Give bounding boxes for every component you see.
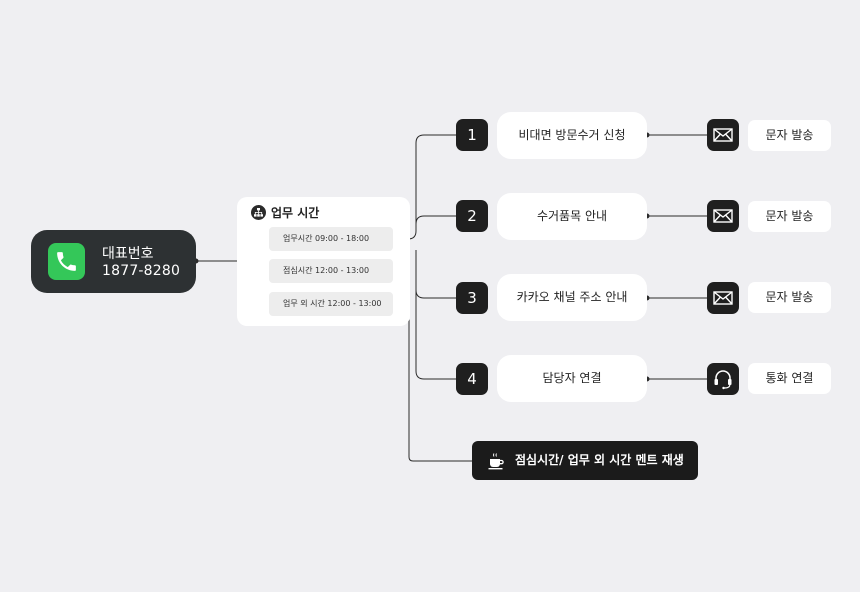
connector-menu-2 bbox=[415, 215, 456, 225]
action-sms-1[interactable]: 문자 발송 bbox=[748, 120, 831, 151]
action-sms-2[interactable]: 문자 발송 bbox=[748, 201, 831, 232]
main-number-value: 1877-8280 bbox=[102, 263, 181, 279]
action-sms-3[interactable]: 문자 발송 bbox=[748, 282, 831, 313]
connector-menu-3 bbox=[415, 250, 456, 299]
business-hours-row[interactable]: 업무시간 09:00 - 18:00 bbox=[269, 227, 393, 251]
menu-key-4[interactable]: 4 bbox=[456, 363, 488, 395]
after-hours-row[interactable]: 업무 외 시간 12:00 - 13:00 bbox=[269, 292, 393, 316]
connector-menu-4 bbox=[415, 290, 456, 380]
phone-icon bbox=[48, 243, 85, 280]
menu-item-1[interactable]: 비대면 방문수거 신청 bbox=[497, 112, 647, 159]
business-hours-card[interactable]: 업무 시간 업무시간 09:00 - 18:00 점심시간 12:00 - 13… bbox=[237, 197, 410, 326]
headset-icon bbox=[707, 363, 739, 395]
main-number-node[interactable]: 대표번호 1877-8280 bbox=[31, 230, 196, 293]
mail-icon bbox=[707, 200, 739, 232]
main-number-title: 대표번호 bbox=[102, 246, 154, 262]
menu-key-2[interactable]: 2 bbox=[456, 200, 488, 232]
coffee-cup-icon bbox=[486, 451, 506, 474]
action-call-4[interactable]: 통화 연결 bbox=[748, 363, 831, 394]
menu-key-3[interactable]: 3 bbox=[456, 282, 488, 314]
business-hours-title: 업무 시간 bbox=[271, 206, 320, 220]
connector-business-to-menu bbox=[393, 134, 456, 240]
menu-item-2[interactable]: 수거품목 안내 bbox=[497, 193, 647, 240]
menu-item-4[interactable]: 담당자 연결 bbox=[497, 355, 647, 402]
after-hours-message-node[interactable]: 점심시간/ 업무 외 시간 멘트 재생 bbox=[472, 441, 698, 480]
after-hours-message-label: 점심시간/ 업무 외 시간 멘트 재생 bbox=[515, 453, 684, 467]
mail-icon bbox=[707, 282, 739, 314]
lunch-hours-row[interactable]: 점심시간 12:00 - 13:00 bbox=[269, 259, 393, 283]
menu-item-3[interactable]: 카카오 채널 주소 안내 bbox=[497, 274, 647, 321]
mail-icon bbox=[707, 119, 739, 151]
org-chart-icon bbox=[251, 205, 266, 220]
menu-key-1[interactable]: 1 bbox=[456, 119, 488, 151]
